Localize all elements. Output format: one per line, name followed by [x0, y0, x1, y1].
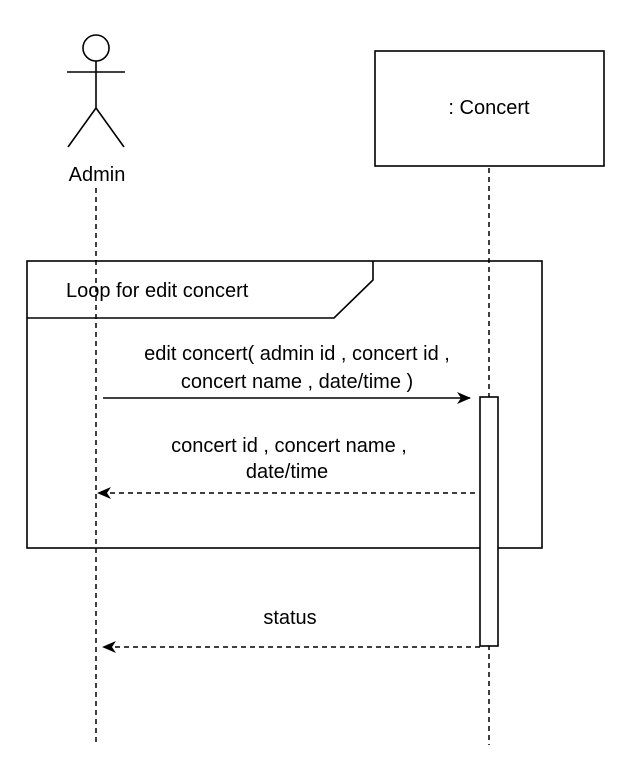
admin-actor-label: Admin	[69, 164, 126, 186]
admin-actor-icon	[67, 34, 125, 148]
message-return-details-label-line1: concert id , concert name ,	[171, 435, 407, 457]
message-return-details-label-line2: date/time	[246, 461, 328, 483]
message-edit-concert-label-line1: edit concert( admin id , concert id ,	[144, 343, 450, 365]
concert-object-box	[374, 50, 605, 167]
loop-fragment-tab	[27, 261, 374, 319]
loop-fragment	[26, 260, 543, 549]
message-edit-concert-label-line2: concert name , date/time )	[181, 371, 413, 393]
concert-activation-bar	[479, 396, 499, 647]
message-status-label: status	[263, 607, 316, 629]
concert-object-label: : Concert	[448, 97, 530, 119]
loop-fragment-label: Loop for edit concert	[66, 280, 249, 302]
